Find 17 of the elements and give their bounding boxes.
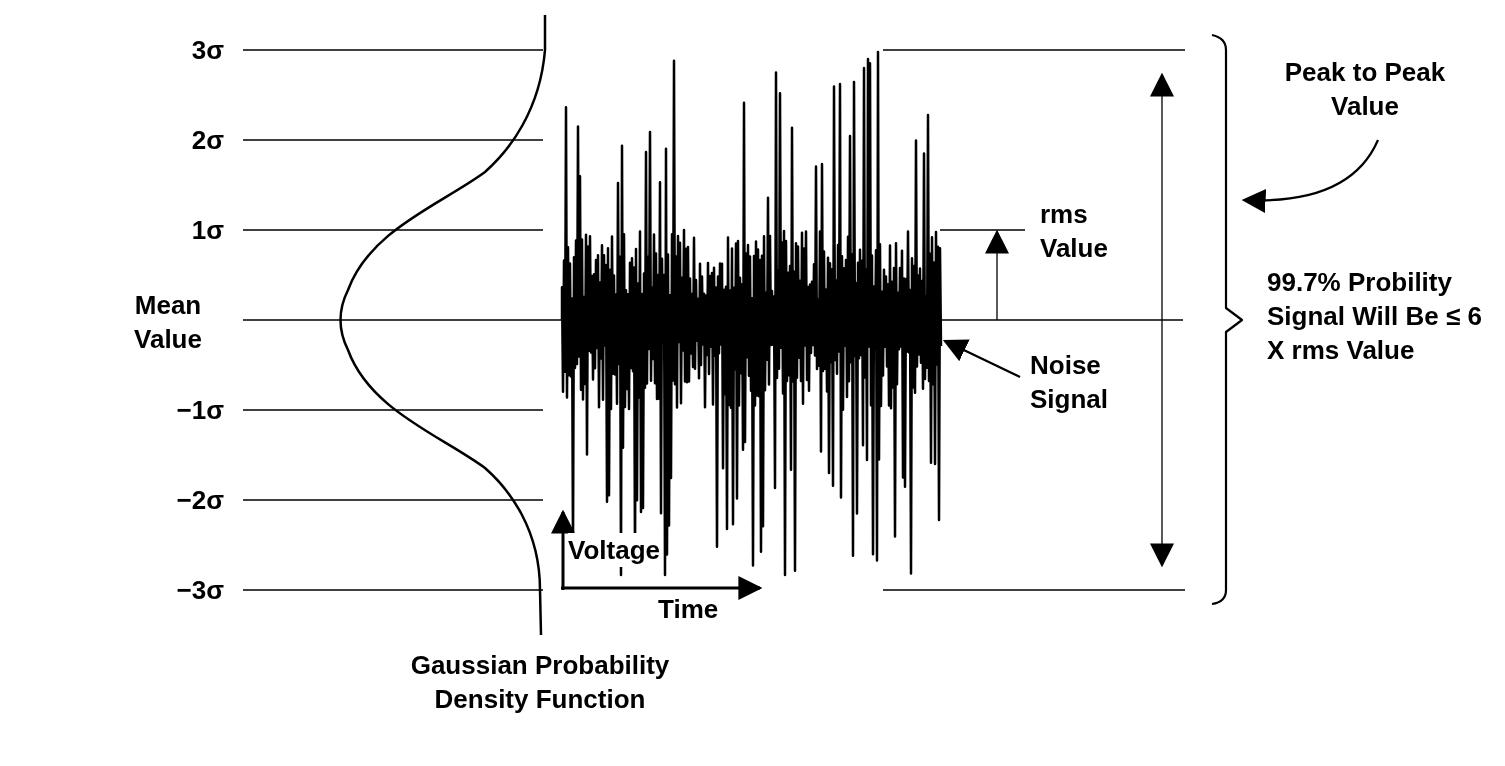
annotation-text: Mean Value <box>133 289 203 356</box>
annotation-text: rms Value <box>1040 198 1109 265</box>
axis-label: −2σ <box>175 484 224 517</box>
axis-label: Voltage <box>568 533 660 567</box>
axis-label: −1σ <box>175 394 224 427</box>
annotation-text: 99.7% Probility Signal Will Be ≤ 6 X rms Value <box>1267 266 1483 367</box>
axis-label: −3σ <box>175 574 224 607</box>
axis-label: 1σ <box>190 214 224 247</box>
axis-label: 2σ <box>190 124 224 157</box>
leader-line <box>942 339 1021 378</box>
caption-text: Gaussian Probability Density Function <box>409 649 671 716</box>
axis-label: 3σ <box>190 34 224 67</box>
callout-text: Noise Signal <box>1030 348 1150 416</box>
callout-text: Peak to Peak Value <box>1275 55 1455 123</box>
noise-signal-drawing <box>560 50 943 577</box>
curved-arrow <box>1241 139 1379 213</box>
curly-brace <box>1211 33 1244 606</box>
